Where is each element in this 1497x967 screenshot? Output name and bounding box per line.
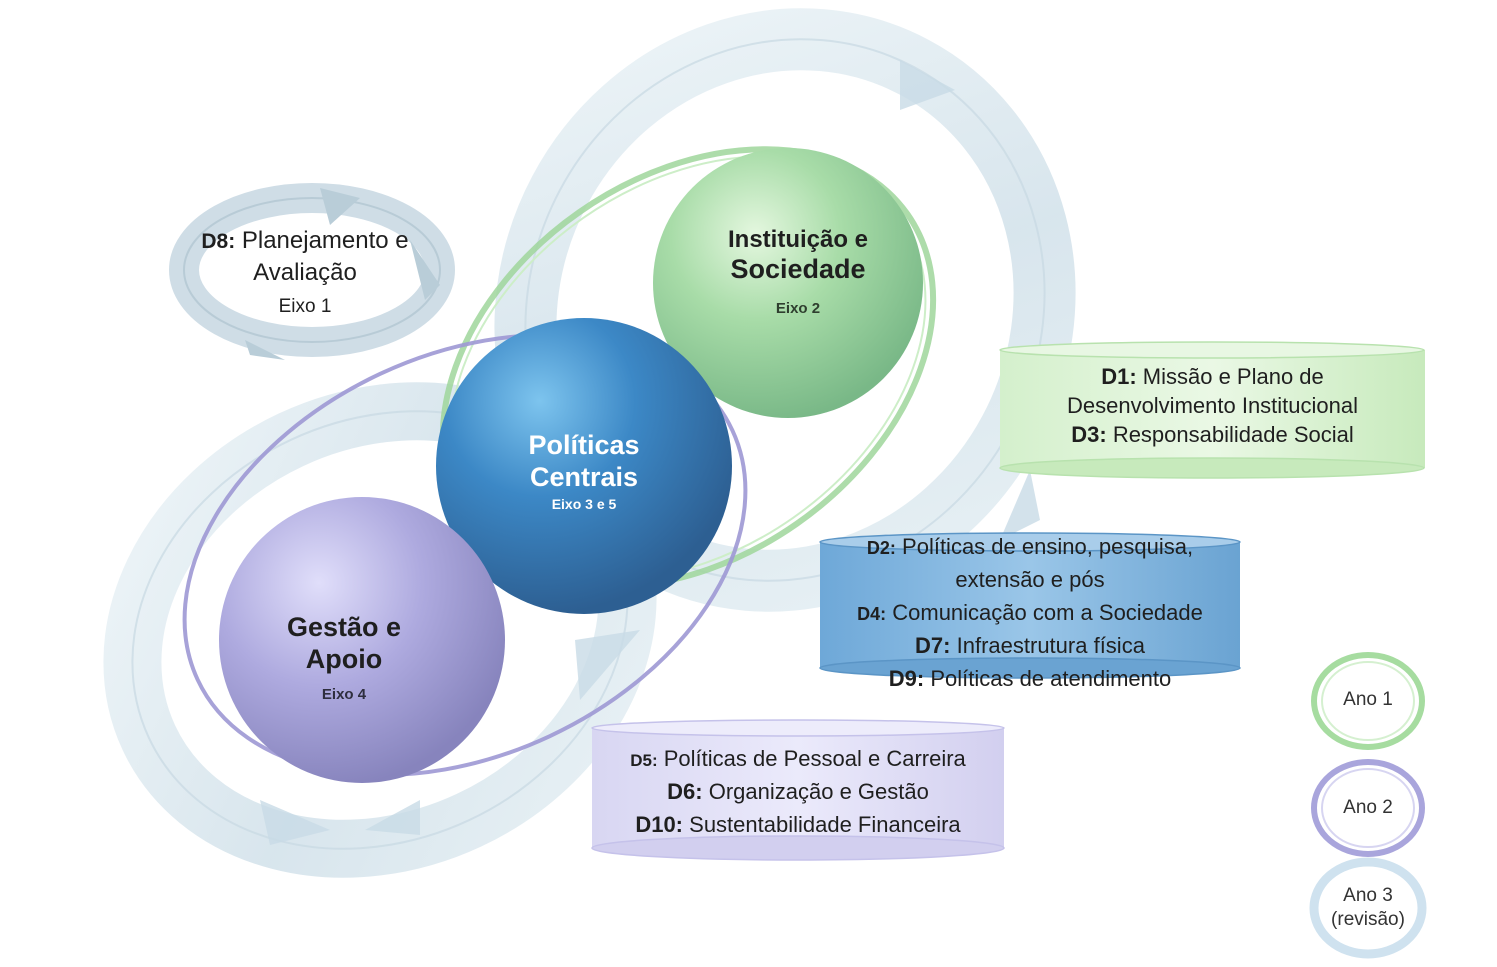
box-green-item: D1: Missão e Plano de	[1101, 364, 1324, 389]
year2-orbit	[182, 333, 748, 777]
box-green-item: D3: Responsabilidade Social	[1071, 422, 1354, 448]
box-green: D1: Missão e Plano de Desenvolvimento In…	[1000, 362, 1425, 449]
sphere-policies	[436, 318, 732, 614]
policies-axis: Eixo 3 e 5	[551, 495, 617, 512]
planning-code: D8:	[201, 230, 236, 253]
management-title-line2: Apoio	[305, 643, 383, 674]
policies-title-line2: Centrais	[529, 461, 639, 492]
ring-arrow-mark	[260, 800, 330, 845]
box-blue-item: D2: Políticas de ensino, pesquisa,	[866, 534, 1194, 559]
legend-year3-ring	[1309, 857, 1427, 959]
box-blue-item: D4: Comunicação com a Sociedade	[857, 600, 1203, 625]
management-title-line1: Gestão e	[286, 612, 402, 642]
institution-axis: Eixo 2	[775, 300, 821, 318]
box-purple-item: D6: Organização e Gestão	[667, 779, 929, 804]
box-blue-shape	[819, 532, 1241, 679]
institution-label: Instituição e Sociedade Eixo 2	[688, 226, 908, 317]
ring-arrow-mark	[575, 630, 640, 700]
box-purple-shape	[591, 719, 1005, 861]
legend-year3-label: Ano 3 (revisão)	[1318, 884, 1418, 932]
box-green-item: Desenvolvimento Institucional	[1066, 393, 1359, 419]
ring-arrow-mark	[1000, 470, 1040, 540]
policies-title-line1: Políticas	[528, 430, 640, 460]
legend-year3-line2: (revisão)	[1331, 908, 1405, 930]
box-blue: D2: Políticas de ensino, pesquisa, exten…	[820, 530, 1240, 695]
sphere-management	[219, 497, 505, 783]
box-purple-item: D10: Sustentabilidade Financeira	[635, 812, 961, 837]
management-axis: Eixo 4	[321, 685, 367, 703]
box-blue-item: D9: Políticas de atendimento	[888, 666, 1172, 691]
ring-arrow-mark	[365, 800, 420, 835]
legend-year1-label: Ano 1	[1343, 689, 1393, 710]
institution-title-line1: Instituição e	[727, 226, 869, 253]
policies-label: Políticas Centrais Eixo 3 e 5	[474, 430, 694, 512]
sphere-institution	[653, 148, 923, 418]
legend-year2-ring	[1311, 759, 1425, 857]
box-green-shape	[999, 341, 1425, 479]
management-label: Gestão e Apoio Eixo 4	[234, 612, 454, 703]
box-purple-item: D5: Políticas de Pessoal e Carreira	[630, 746, 966, 771]
planning-axis: Eixo 1	[278, 295, 332, 317]
ring-arrow-mark	[900, 60, 955, 110]
legend-year1-ring	[1311, 652, 1425, 750]
box-purple: D5: Políticas de Pessoal e Carreira D6: …	[592, 742, 1004, 841]
planning-title-line2: Avaliação	[253, 258, 357, 286]
box-blue-item: extensão e pós	[955, 567, 1105, 592]
box-blue-item: D7: Infraestrutura física	[915, 633, 1145, 658]
planning-title-line1: Planejamento e	[241, 227, 409, 254]
legend-year3-line1: Ano 3	[1343, 885, 1393, 906]
institution-title-line2: Sociedade	[730, 254, 866, 285]
planning-cycle-ring	[169, 183, 455, 360]
legend-year2-label: Ano 2	[1343, 797, 1393, 818]
planning-label: D8: Planejamento e Avaliação Eixo 1	[160, 224, 450, 318]
